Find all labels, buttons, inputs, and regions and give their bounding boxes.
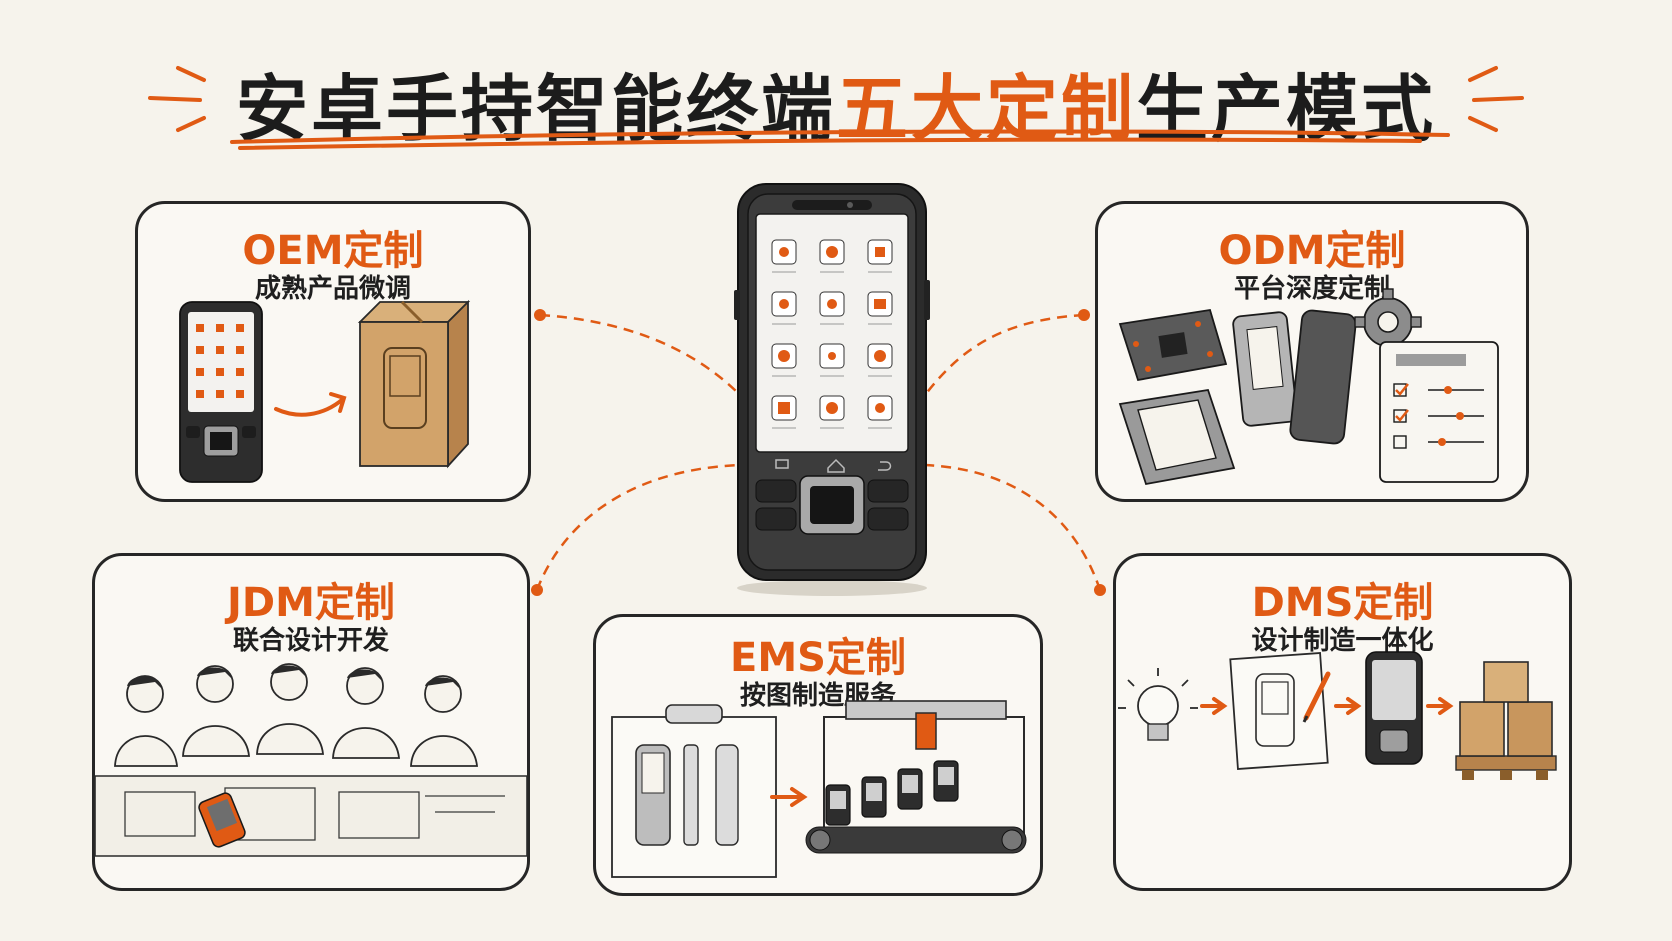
center-device: [734, 183, 930, 596]
box-icon: [1455, 661, 1557, 780]
jdm-illustration: [94, 663, 528, 857]
dms-subtitle: 设计制造一体化: [1251, 626, 1434, 656]
odm-illustration: [1118, 288, 1499, 486]
card-odm: ODM定制 平台深度定制: [1095, 201, 1529, 502]
lightbulb-icon: [1118, 668, 1198, 741]
phone-icon: [179, 301, 263, 483]
arrow-right-icon: [274, 392, 347, 417]
title-accent: 五大定制: [835, 67, 1136, 151]
odm-title: ODM定制: [1218, 228, 1406, 274]
pencil-icon: [1302, 671, 1331, 723]
team-people: [114, 663, 478, 767]
card-oem: OEM定制 成熟产品微调: [135, 201, 531, 502]
card-ems: EMS定制 按图制造服务: [593, 614, 1043, 896]
page-title: 安卓手持智能终端五大定制生产模式: [0, 50, 1672, 155]
oem-subtitle: 成熟产品微调: [254, 274, 411, 304]
jdm-title: JDM定制: [227, 580, 395, 626]
oem-title: OEM定制: [242, 228, 424, 274]
jdm-subtitle: 联合设计开发: [232, 626, 389, 656]
arrow-right-icon: [1426, 697, 1454, 715]
title-decoration: [148, 66, 1524, 150]
phone-icon: [1365, 651, 1423, 765]
ems-title: EMS定制: [730, 635, 906, 681]
title-area: 安卓手持智能终端五大定制生产模式: [0, 40, 1672, 151]
card-dms: DMS定制 设计制造一体化: [1113, 553, 1572, 891]
card-jdm: JDM定制 联合设计开发: [92, 553, 530, 891]
arrow-right-icon: [1334, 697, 1362, 715]
arrow-right-icon: [1200, 697, 1228, 715]
arrow-right-icon: [770, 787, 808, 807]
box-icon: [357, 299, 471, 469]
odm-subtitle: 平台深度定制: [1233, 274, 1390, 304]
dms-title: DMS定制: [1251, 580, 1434, 626]
oem-illustration: [179, 299, 471, 483]
title-suffix: 生产模式: [1136, 67, 1437, 151]
ems-illustration: [611, 700, 1027, 878]
dms-illustration: [1118, 651, 1557, 780]
